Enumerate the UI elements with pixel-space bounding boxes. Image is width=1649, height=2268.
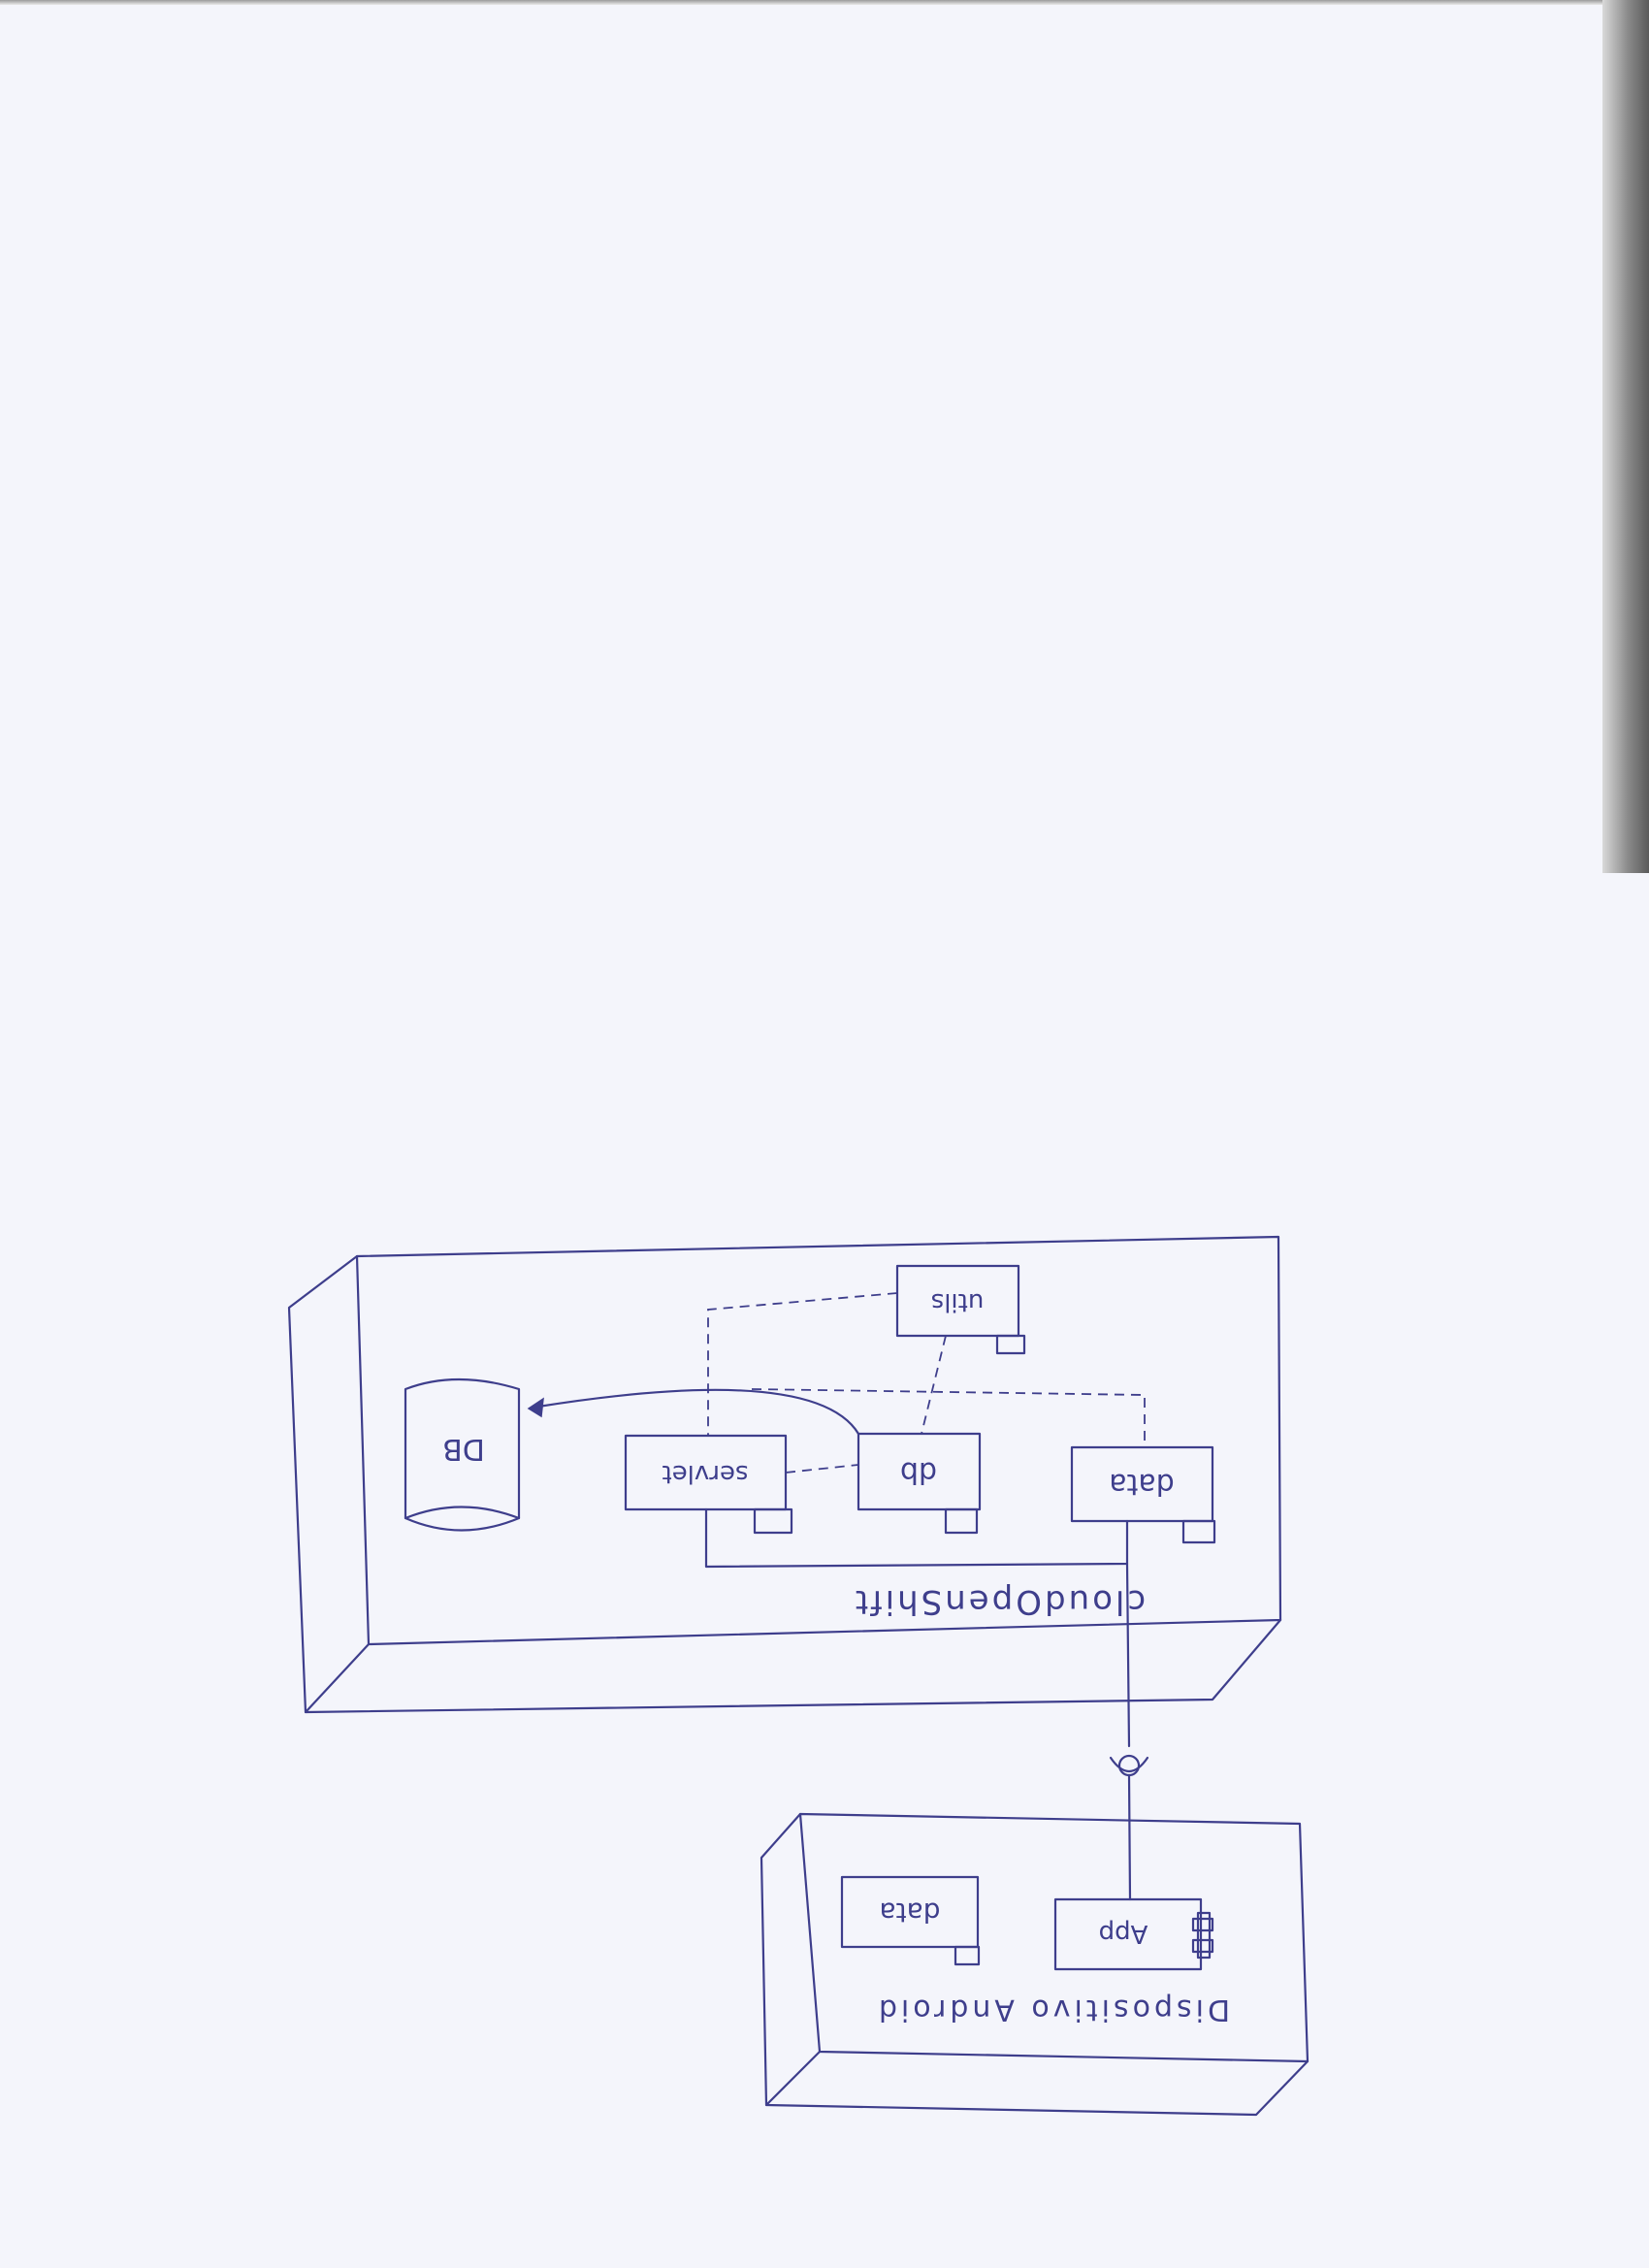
component-servlet-label: servlet bbox=[662, 1459, 748, 1488]
component-app: App bbox=[1053, 1897, 1214, 1971]
cloud-node: utils DB servlet db data bbox=[287, 1235, 1282, 1714]
component-app-label: App bbox=[1099, 1919, 1148, 1948]
component-utils-label: utils bbox=[931, 1287, 985, 1316]
device-node-label: Dispositivo Android bbox=[875, 1993, 1230, 2026]
connection-servlet-data bbox=[704, 1507, 1129, 1569]
provided-interface-line bbox=[1125, 1562, 1131, 1748]
cloud-node-bottom-face bbox=[304, 1618, 1282, 1714]
component-data-label: data bbox=[1109, 1467, 1175, 1501]
scanner-shadow-edge bbox=[1602, 0, 1649, 873]
component-data: data bbox=[1070, 1445, 1216, 1544]
cloud-node-label: cloudOpenShift bbox=[853, 1582, 1146, 1621]
connection-db-database bbox=[536, 1388, 860, 1436]
device-node-side-face bbox=[760, 1812, 822, 2107]
required-interface-socket bbox=[1109, 1756, 1149, 1773]
device-node-bottom-face bbox=[764, 2059, 1310, 2117]
dependency-db-utils bbox=[921, 1335, 947, 1435]
component-device-data-label: data bbox=[879, 1896, 940, 1928]
component-device-data: data bbox=[840, 1875, 981, 1966]
component-servlet: servlet bbox=[624, 1434, 793, 1535]
app-interface-line bbox=[1127, 1773, 1132, 1901]
database-db: DB bbox=[404, 1377, 521, 1532]
dependency-servlet-data bbox=[751, 1388, 1146, 1447]
component-db: db bbox=[857, 1432, 982, 1535]
component-utils: utils bbox=[895, 1264, 1026, 1355]
arrowhead-db-database bbox=[527, 1397, 544, 1418]
cloud-node-side-face bbox=[287, 1254, 371, 1714]
scanner-top-edge bbox=[0, 0, 1649, 5]
device-node: App data Dispositivo Android bbox=[760, 1812, 1310, 2117]
database-db-label: DB bbox=[442, 1432, 485, 1466]
dependency-servlet-utils bbox=[707, 1292, 898, 1436]
dependency-servlet-db bbox=[785, 1464, 859, 1474]
interface-connection bbox=[1109, 1562, 1149, 1901]
component-db-label: db bbox=[900, 1455, 937, 1489]
